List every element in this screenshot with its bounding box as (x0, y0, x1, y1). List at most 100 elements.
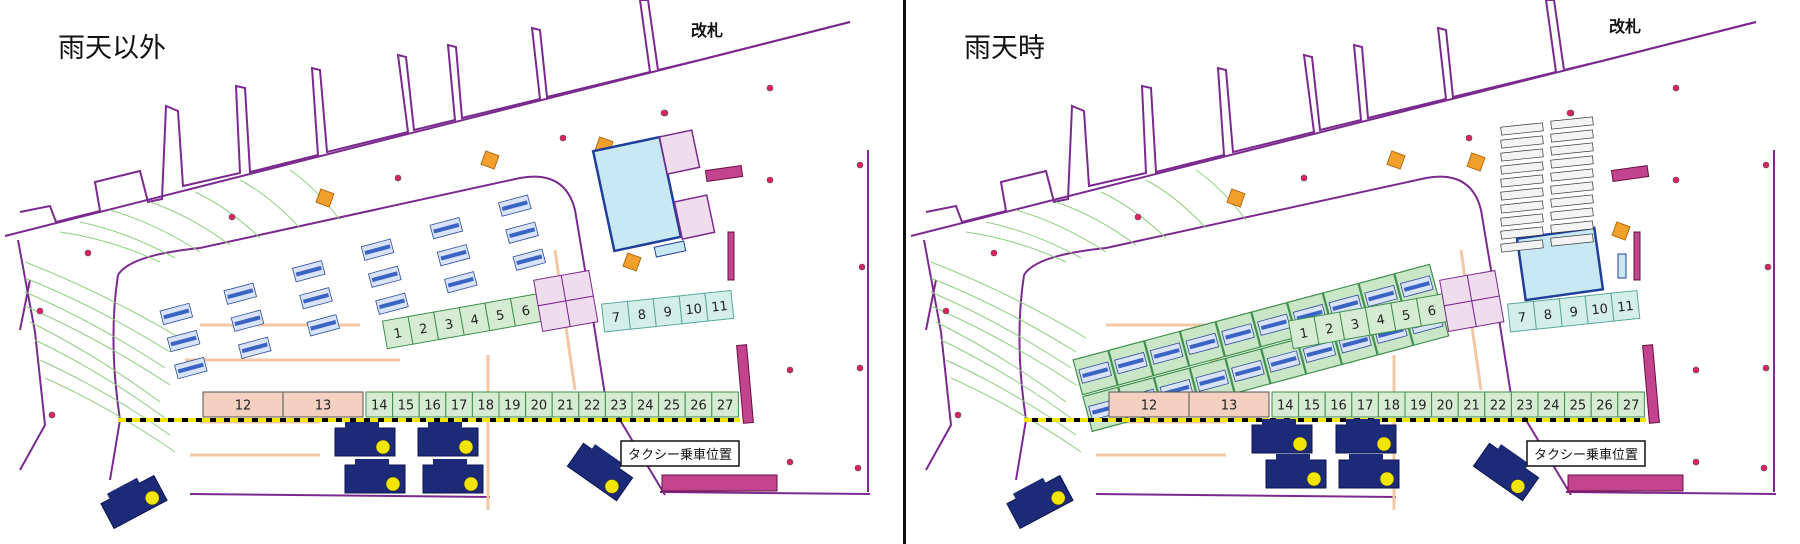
barrier-bottom (1567, 474, 1684, 492)
booth-label: 3 (1350, 317, 1361, 333)
booth-label: 17 (451, 399, 468, 414)
parking-line (965, 231, 1067, 263)
traffic-cone-icon (1226, 188, 1246, 208)
traffic-cone-icon (1466, 152, 1486, 172)
booth-label: 6 (521, 303, 532, 319)
booth-label: 21 (557, 399, 574, 414)
page-title: 雨天時 (964, 33, 1045, 64)
booth-label: 1 (1299, 326, 1310, 342)
booth-label: 16 (1330, 399, 1347, 414)
chair-row (1500, 226, 1544, 240)
booth-label: 14 (1277, 399, 1294, 414)
taxi-roof (355, 459, 389, 467)
parking-line (950, 377, 1082, 453)
table-top (508, 227, 536, 238)
taxi-stand-sign: タクシー乗車位置 (620, 440, 740, 467)
building-left-mark (19, 279, 31, 331)
table-top (371, 271, 398, 283)
booth (1377, 391, 1406, 418)
table-top (1199, 375, 1226, 386)
table-top (378, 298, 406, 310)
curb-bottom (1095, 493, 1397, 498)
page-title: 雨天以外 (58, 33, 166, 64)
table-top (1225, 329, 1252, 340)
taxi-icon (422, 459, 484, 494)
traffic-cone-icon (1386, 150, 1406, 170)
table-top (163, 308, 190, 320)
booth-label: 23 (610, 399, 627, 414)
chair-row (1550, 116, 1594, 130)
table-top (1306, 346, 1333, 358)
booth-label: 6 (1427, 303, 1438, 319)
marker-dot (1672, 84, 1680, 92)
taxi-roof (345, 422, 379, 430)
parking-line (44, 377, 176, 453)
booth (1404, 391, 1433, 418)
taxi-roof (106, 477, 141, 501)
building-left-edge (17, 239, 47, 471)
taxi-light (375, 439, 391, 455)
parking-line (1100, 191, 1167, 239)
table-top (234, 315, 261, 327)
booth-label: 15 (1304, 399, 1321, 414)
booth (471, 391, 500, 418)
table-top (1403, 281, 1430, 292)
booth (498, 391, 527, 418)
parking-line (34, 339, 166, 419)
booth-label: 15 (398, 399, 415, 414)
building-left-edge (923, 239, 953, 471)
booth-pink (1108, 391, 1190, 418)
marker-dot (1762, 364, 1770, 372)
chair-row (1500, 200, 1544, 214)
barriers (1567, 164, 1684, 492)
taxi-roof (1262, 419, 1296, 427)
chair-row (1550, 220, 1594, 234)
taxi-icon (1472, 442, 1540, 502)
chair-row (1550, 129, 1594, 143)
chair-row (1500, 122, 1544, 136)
booth-label: 4 (1375, 312, 1386, 328)
booth-label: 23 (1516, 399, 1533, 414)
table-top (433, 222, 460, 234)
marker-dot (786, 458, 794, 466)
booth-pink (1188, 391, 1270, 418)
traffic-cone-icon (622, 252, 642, 272)
booth-pink (282, 391, 364, 418)
booth-pink-label: 12 (235, 399, 252, 414)
table-top (1342, 337, 1369, 348)
table-top (310, 320, 337, 331)
tent-side-box (673, 194, 716, 241)
booth-label: 26 (1596, 399, 1613, 414)
booth-lilac (565, 295, 599, 328)
taxi-stand-label: タクシー乗車位置 (1534, 448, 1638, 463)
booth-label: 24 (1543, 399, 1560, 414)
parking-line (930, 277, 1077, 353)
table-top (1153, 348, 1180, 359)
rotary-island-curb (1015, 175, 1572, 496)
table-top (241, 342, 268, 354)
marker-dot (1134, 213, 1142, 221)
marker-dot (1764, 263, 1772, 271)
taxi-icon (1335, 419, 1397, 454)
taxi-icon (417, 422, 479, 457)
booth (704, 289, 735, 322)
table-top (1082, 367, 1109, 378)
booth (604, 391, 633, 418)
parking-line (289, 169, 341, 221)
parking-line (1015, 209, 1107, 253)
taxi-light (385, 476, 401, 492)
booth (1590, 391, 1619, 418)
chair-row (1500, 148, 1544, 162)
booth-label: 18 (1383, 399, 1400, 414)
taxi-roof (1276, 454, 1310, 462)
marker-dot (48, 411, 56, 419)
table-top (1234, 365, 1262, 377)
parking-line (24, 277, 171, 353)
marker-dot (942, 307, 950, 315)
table-top (501, 200, 528, 211)
table-top (1332, 300, 1359, 311)
booth-label: 1 (393, 326, 404, 342)
table-top (1260, 319, 1287, 331)
